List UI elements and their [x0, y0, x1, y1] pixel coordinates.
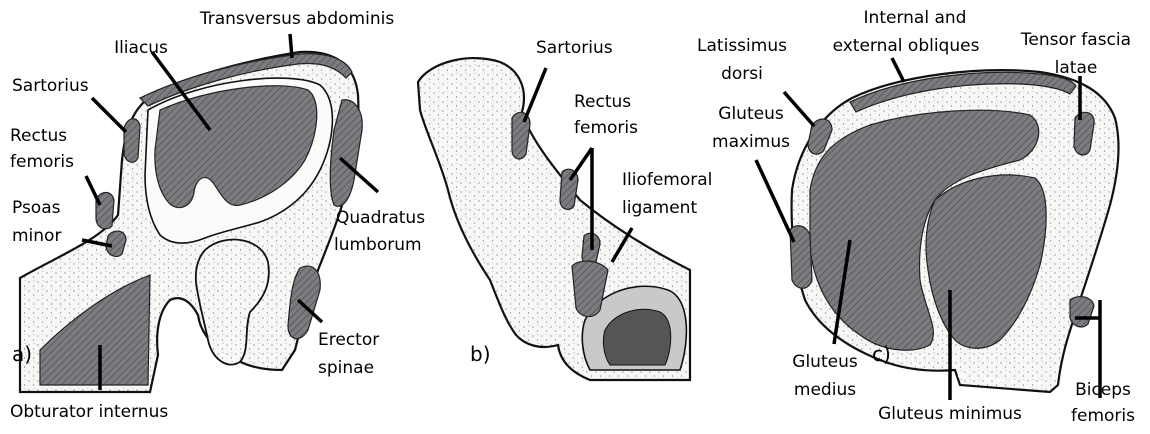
label-sartorius-a: Sartorius: [12, 76, 89, 96]
label-gmed-1: Gluteus: [770, 352, 880, 372]
label-quadratus-1: Quadratus: [336, 208, 425, 228]
label-gmax-2: maximus: [696, 132, 806, 152]
label-erector-2: spinae: [318, 358, 374, 378]
label-sartorius-b: Sartorius: [536, 38, 613, 58]
label-tensor-1: Tensor fascia: [1006, 30, 1146, 50]
panel-b: [418, 58, 690, 380]
biceps-femoris-muscle: [1070, 297, 1094, 327]
label-iliacus: Iliacus: [96, 38, 186, 58]
panel-c-letter: c): [872, 344, 891, 364]
label-rectus-a-1: Rectus: [10, 126, 67, 146]
label-transversus-abdominis: Transversus abdominis: [182, 9, 412, 29]
label-gmed-2: medius: [770, 380, 880, 400]
label-obturator-internus: Obturator internus: [10, 402, 168, 422]
label-quadratus-2: lumborum: [334, 235, 422, 255]
label-obliques-2: external obliques: [806, 36, 1006, 56]
label-gmax-1: Gluteus: [696, 104, 806, 124]
label-latissimus-1: Latissimus: [692, 36, 792, 56]
label-latissimus-2: dorsi: [692, 64, 792, 84]
label-psoas-1: Psoas: [12, 198, 61, 218]
panel-a-letter: a): [12, 344, 32, 364]
label-rectus-a-2: femoris: [10, 152, 74, 172]
label-tensor-2: latae: [1006, 58, 1146, 78]
gluteus-maximus-muscle: [790, 226, 812, 289]
label-biceps-2: femoris: [1060, 406, 1146, 426]
label-erector-1: Erector: [318, 330, 379, 350]
label-obliques-1: Internal and: [820, 8, 1010, 28]
label-biceps-1: Biceps: [1060, 380, 1146, 400]
panel-b-letter: b): [470, 344, 491, 364]
sartorius-muscle-a: [124, 119, 140, 163]
label-psoas-2: minor: [12, 226, 61, 246]
label-iliofemoral-2: ligament: [622, 198, 697, 218]
label-iliofemoral-1: Iliofemoral: [622, 170, 712, 190]
label-rectus-b-2: femoris: [574, 118, 638, 138]
label-rectus-b-1: Rectus: [574, 92, 631, 112]
panel-c: [756, 58, 1119, 400]
label-gluteus-minimus: Gluteus minimus: [850, 404, 1050, 424]
rectus-femoris-muscle-a: [96, 193, 114, 229]
